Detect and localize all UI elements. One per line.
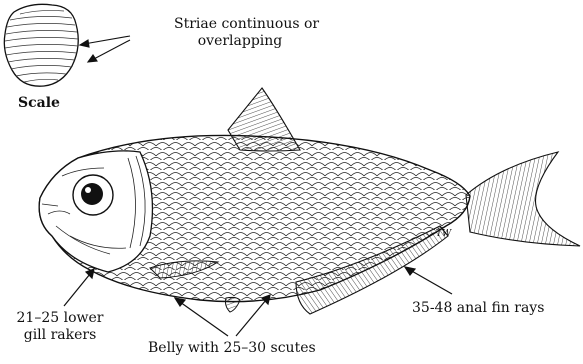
gill-rakers-line1: 21–25 lower	[4, 310, 116, 327]
gill-rakers-line2: gill rakers	[4, 327, 116, 344]
pelvic-fin	[226, 297, 241, 312]
artist-signature: TW	[436, 226, 451, 243]
belly-scutes-label: Belly with 25–30 scutes	[148, 340, 316, 357]
striae-label-line1: Striae continuous or	[174, 16, 306, 33]
striae-arrows	[80, 36, 130, 62]
striae-label-line2: overlapping	[174, 33, 306, 50]
anal-fin-rays-label: 35-48 anal fin rays	[412, 300, 544, 317]
gill-rakers-label: 21–25 lower gill rakers	[4, 310, 116, 344]
caudal-fin	[466, 152, 580, 246]
fish-eye	[73, 175, 113, 215]
scale-drawing	[4, 4, 78, 86]
striae-label: Striae continuous or overlapping	[206, 16, 306, 50]
scale-caption: Scale	[18, 95, 60, 112]
